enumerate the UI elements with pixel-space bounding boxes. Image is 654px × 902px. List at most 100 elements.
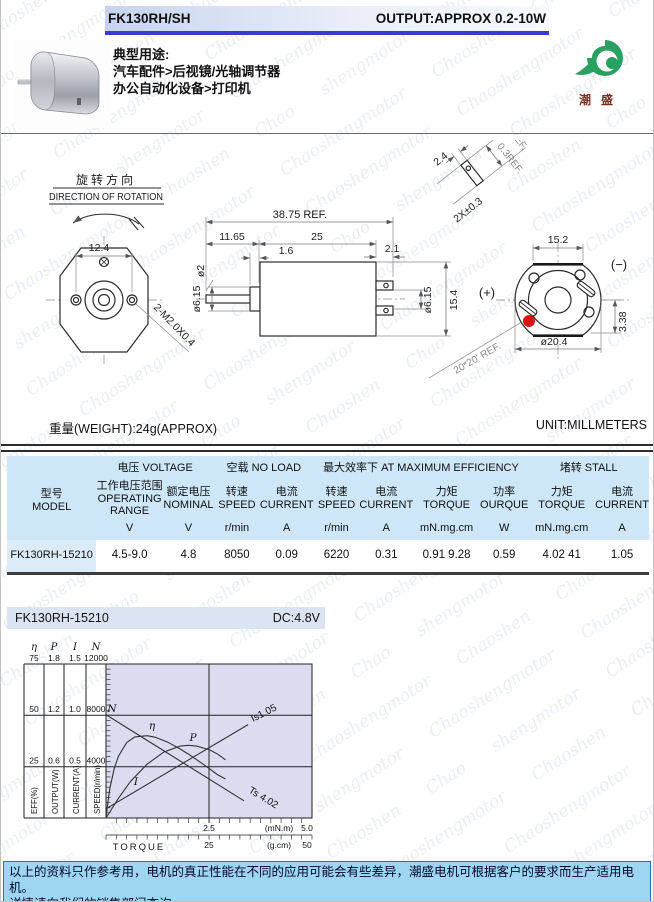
axis-symbol-current: I [72,642,78,653]
unit-cell: r/min [313,518,360,540]
unit-cell: A [359,518,414,540]
motor-endcap-photo [30,51,56,111]
dim-overall-length: 38.75 REF. [273,209,327,221]
dim-offset: 3.38 [617,311,629,332]
terminal-detail: 2.4 2X±0.3 0.3REF. 4.3REF. [431,118,529,226]
chart-dc-label: DC:4.8V [272,611,320,625]
output-rating: OUTPUT:APPROX 0.2-10W [375,11,546,26]
typical-uses-title: 典型用途: [113,47,170,62]
curve-efficiency [105,735,226,819]
rotation-arrow [72,213,140,225]
page-title: FK130RH/SH [108,11,191,26]
footer-line2: 详情请向我们的销售部门查询。 [9,896,645,901]
value-cell: 4.5-9.0 [96,540,163,572]
side-view: 38.75 REF. 11.65 25 1.6 2.1 ø2 [191,209,460,337]
value-cell: 0.31 [359,540,414,572]
value-cell: 0.09 [259,540,314,572]
dim-body-height: 15.4 [448,290,460,311]
value-cell: 0.59 [480,540,529,572]
axis-name-current: CURRENT(A) [72,765,81,814]
motor-photo [15,40,111,128]
curve-output [105,744,226,819]
curve-label-eta: η [149,720,156,732]
dim-tab-thickness: 2X±0.3 [451,195,485,225]
axis-symbol-speed: N [91,642,102,653]
rotation-label-cn: 旋转方向 [76,172,136,187]
value-cell: 4.02 41 [528,540,596,572]
weight-row: 重量(WEIGHT):24g(APPROX) UNIT:MILLMETERS [1,418,653,437]
group-no-load: 空载 NO LOAD [214,456,314,476]
unit-cell: A [259,518,314,540]
tick-label: 1.0 [69,704,81,714]
tick-label: 25 [29,756,39,766]
polarity-red-dot [523,315,535,327]
axis-ticks [105,668,313,840]
curve-label-N: N [106,703,117,715]
unit-label: UNIT:MILLMETERS [535,418,647,432]
rotation-direction-label: 旋转方向 DIRECTION OF ROTATION [49,172,164,231]
logo-swirl-icon [575,40,623,76]
chart-model-label: FK130RH-15210 [15,611,109,625]
dim-angle-ref: 20*20' REF. [452,341,503,377]
logo-characters: 潮盛 [578,93,623,107]
header-bar: FK130RH/SH OUTPUT:APPROX 0.2-10W [105,6,549,31]
spec-table-wrap: 型号 MODEL 电压 VOLTAGE 空载 NO LOAD 最大效率下 AT … [7,456,649,575]
dim-front-width: 12.4 [89,242,110,254]
tick-label: 75 [29,653,39,663]
unit-cell: r/min [214,518,260,540]
unit-cell: V [162,518,215,540]
x-tick-label: 5.0 [301,823,313,833]
unit-cell: mN.mg.cm [413,518,481,540]
motor-terminal-photo [77,98,81,105]
value-cell: 0.91 9.28 [413,540,481,572]
typical-uses: 典型用途: 汽车配件>后视镜/光轴调节器 办公自动化设备>打印机 [113,46,413,97]
company-logo: 潮盛 [559,34,643,118]
group-max-efficiency: 最大效率下 AT MAXIMUM EFFICIENCY [313,456,529,476]
x-tick-label: 2.5 [203,823,215,833]
dim-tab-width: 2.4 [431,150,450,169]
x-tick-label: 50 [302,840,312,850]
dim-shaft-length: 11.65 [219,231,245,243]
technical-drawing: 旋转方向 DIRECTION OF ROTATION [1,118,653,418]
section-divider [1,133,653,134]
performance-chart: η P I N 75 1.8 1.5 12000 50 1.2 1.0 8000… [17,640,337,860]
tick-label: 12000 [84,653,108,663]
typical-uses-line1: 汽车配件>后视镜/光轴调节器 [113,64,281,79]
model-value: FK130RH-15210 [7,540,97,572]
value-cell: 8050 [214,540,260,572]
dim-rear-width: 15.2 [548,234,569,246]
value-cell: 6220 [313,540,360,572]
value-cell: 1.05 [595,540,649,572]
dim-terminal-length: 2.1 [385,243,400,255]
chart-section-bar: FK130RH-15210 DC:4.8V [7,607,325,629]
tick-label: 1.2 [48,704,60,714]
tick-label: 0.6 [48,756,60,766]
unit-cell: V [96,518,163,540]
dim-shaft-dia: ø2 [195,265,207,277]
group-stall: 堵转 STALL [528,456,649,476]
curve-label-I: I [133,776,139,788]
unit-cell: W [480,518,529,540]
dim-body-length: 25 [311,231,323,243]
dim-step: 1.6 [279,245,294,257]
spec-table: 型号 MODEL 电压 VOLTAGE 空载 NO LOAD 最大效率下 AT … [7,456,649,572]
tick-label: 50 [29,704,39,714]
plus-terminal-label: (+) [479,285,495,300]
table-row: FK130RH-15210 4.5-9.0 4.8 8050 0.09 6220… [7,540,649,572]
weight-label: 重量(WEIGHT):24g(APPROX) [49,422,218,436]
axis-name-eff: EFF(%) [30,787,39,814]
value-cell: 4.8 [162,540,215,572]
double-rule [1,444,653,452]
axis-symbol-eff: η [31,642,37,653]
front-view: 12.4 2-M2.0X0.4 [46,236,197,365]
